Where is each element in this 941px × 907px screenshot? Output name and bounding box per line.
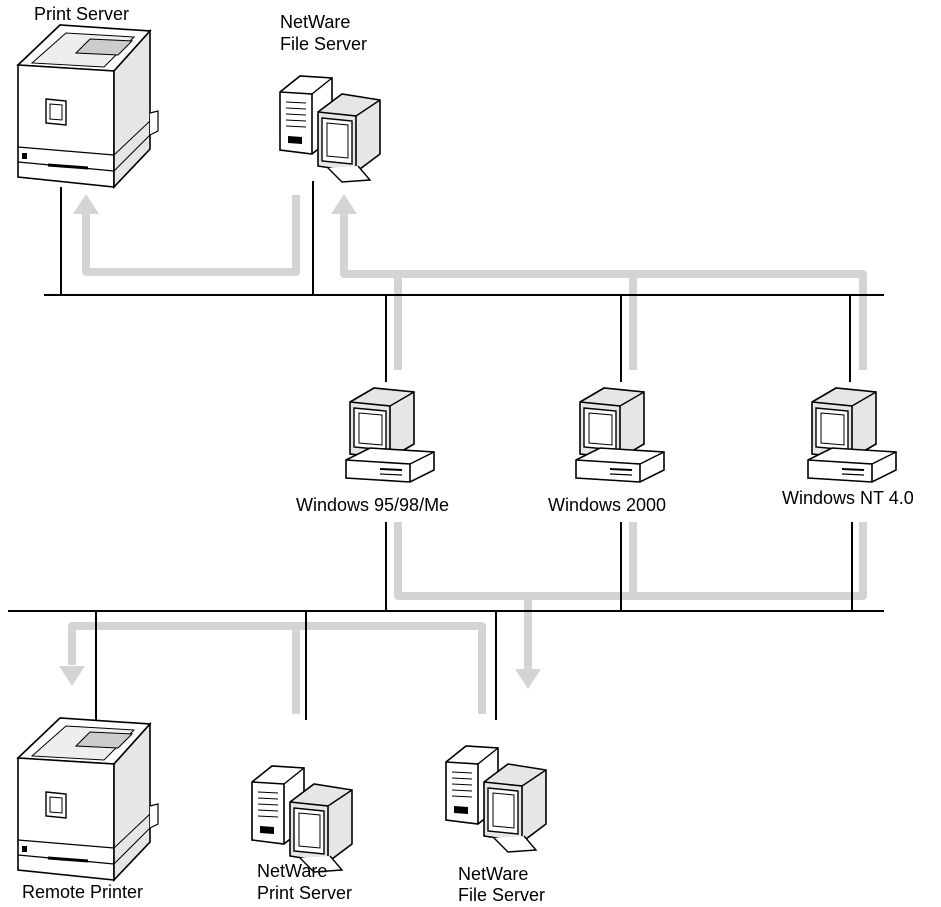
label-netware-file-server-top-line2: File Server — [280, 34, 368, 54]
arrow-head-remote-printer — [59, 666, 85, 686]
label-netware-file-server-bottom-line2: File Server — [458, 885, 546, 905]
arrow-heads — [59, 194, 541, 689]
remote-printer-icon — [16, 716, 160, 882]
netware-print-server-icon — [251, 765, 353, 873]
network-lines — [8, 181, 884, 730]
label-netware-file-server-top-line1: NetWare — [280, 12, 351, 32]
label-netware-file-server-bottom-line1: NetWare — [458, 864, 529, 884]
label-print-server: Print Server — [34, 4, 130, 24]
workstation-win95-icon — [345, 387, 435, 483]
label-remote-printer: Remote Printer — [22, 882, 144, 902]
label-win2000: Windows 2000 — [548, 495, 667, 515]
label-netware-print-server-line1: NetWare — [257, 861, 328, 881]
workstation-win2000-icon — [575, 387, 665, 483]
label-winnt: Windows NT 4.0 — [782, 488, 914, 508]
netware-file-server-bottom-icon — [445, 745, 547, 853]
data-flow-arrows — [68, 195, 867, 714]
netware-file-server-top-icon — [279, 75, 381, 183]
arrow-head-print-server — [73, 194, 99, 214]
print-server-printer-icon — [16, 23, 160, 189]
arrow-head-netware-file-server-top — [331, 194, 357, 214]
workstation-winnt-icon — [807, 387, 897, 483]
arrow-head-netware-file-server-bottom — [515, 669, 541, 689]
label-win95: Windows 95/98/Me — [296, 495, 450, 515]
label-netware-print-server-line2: Print Server — [257, 883, 353, 903]
